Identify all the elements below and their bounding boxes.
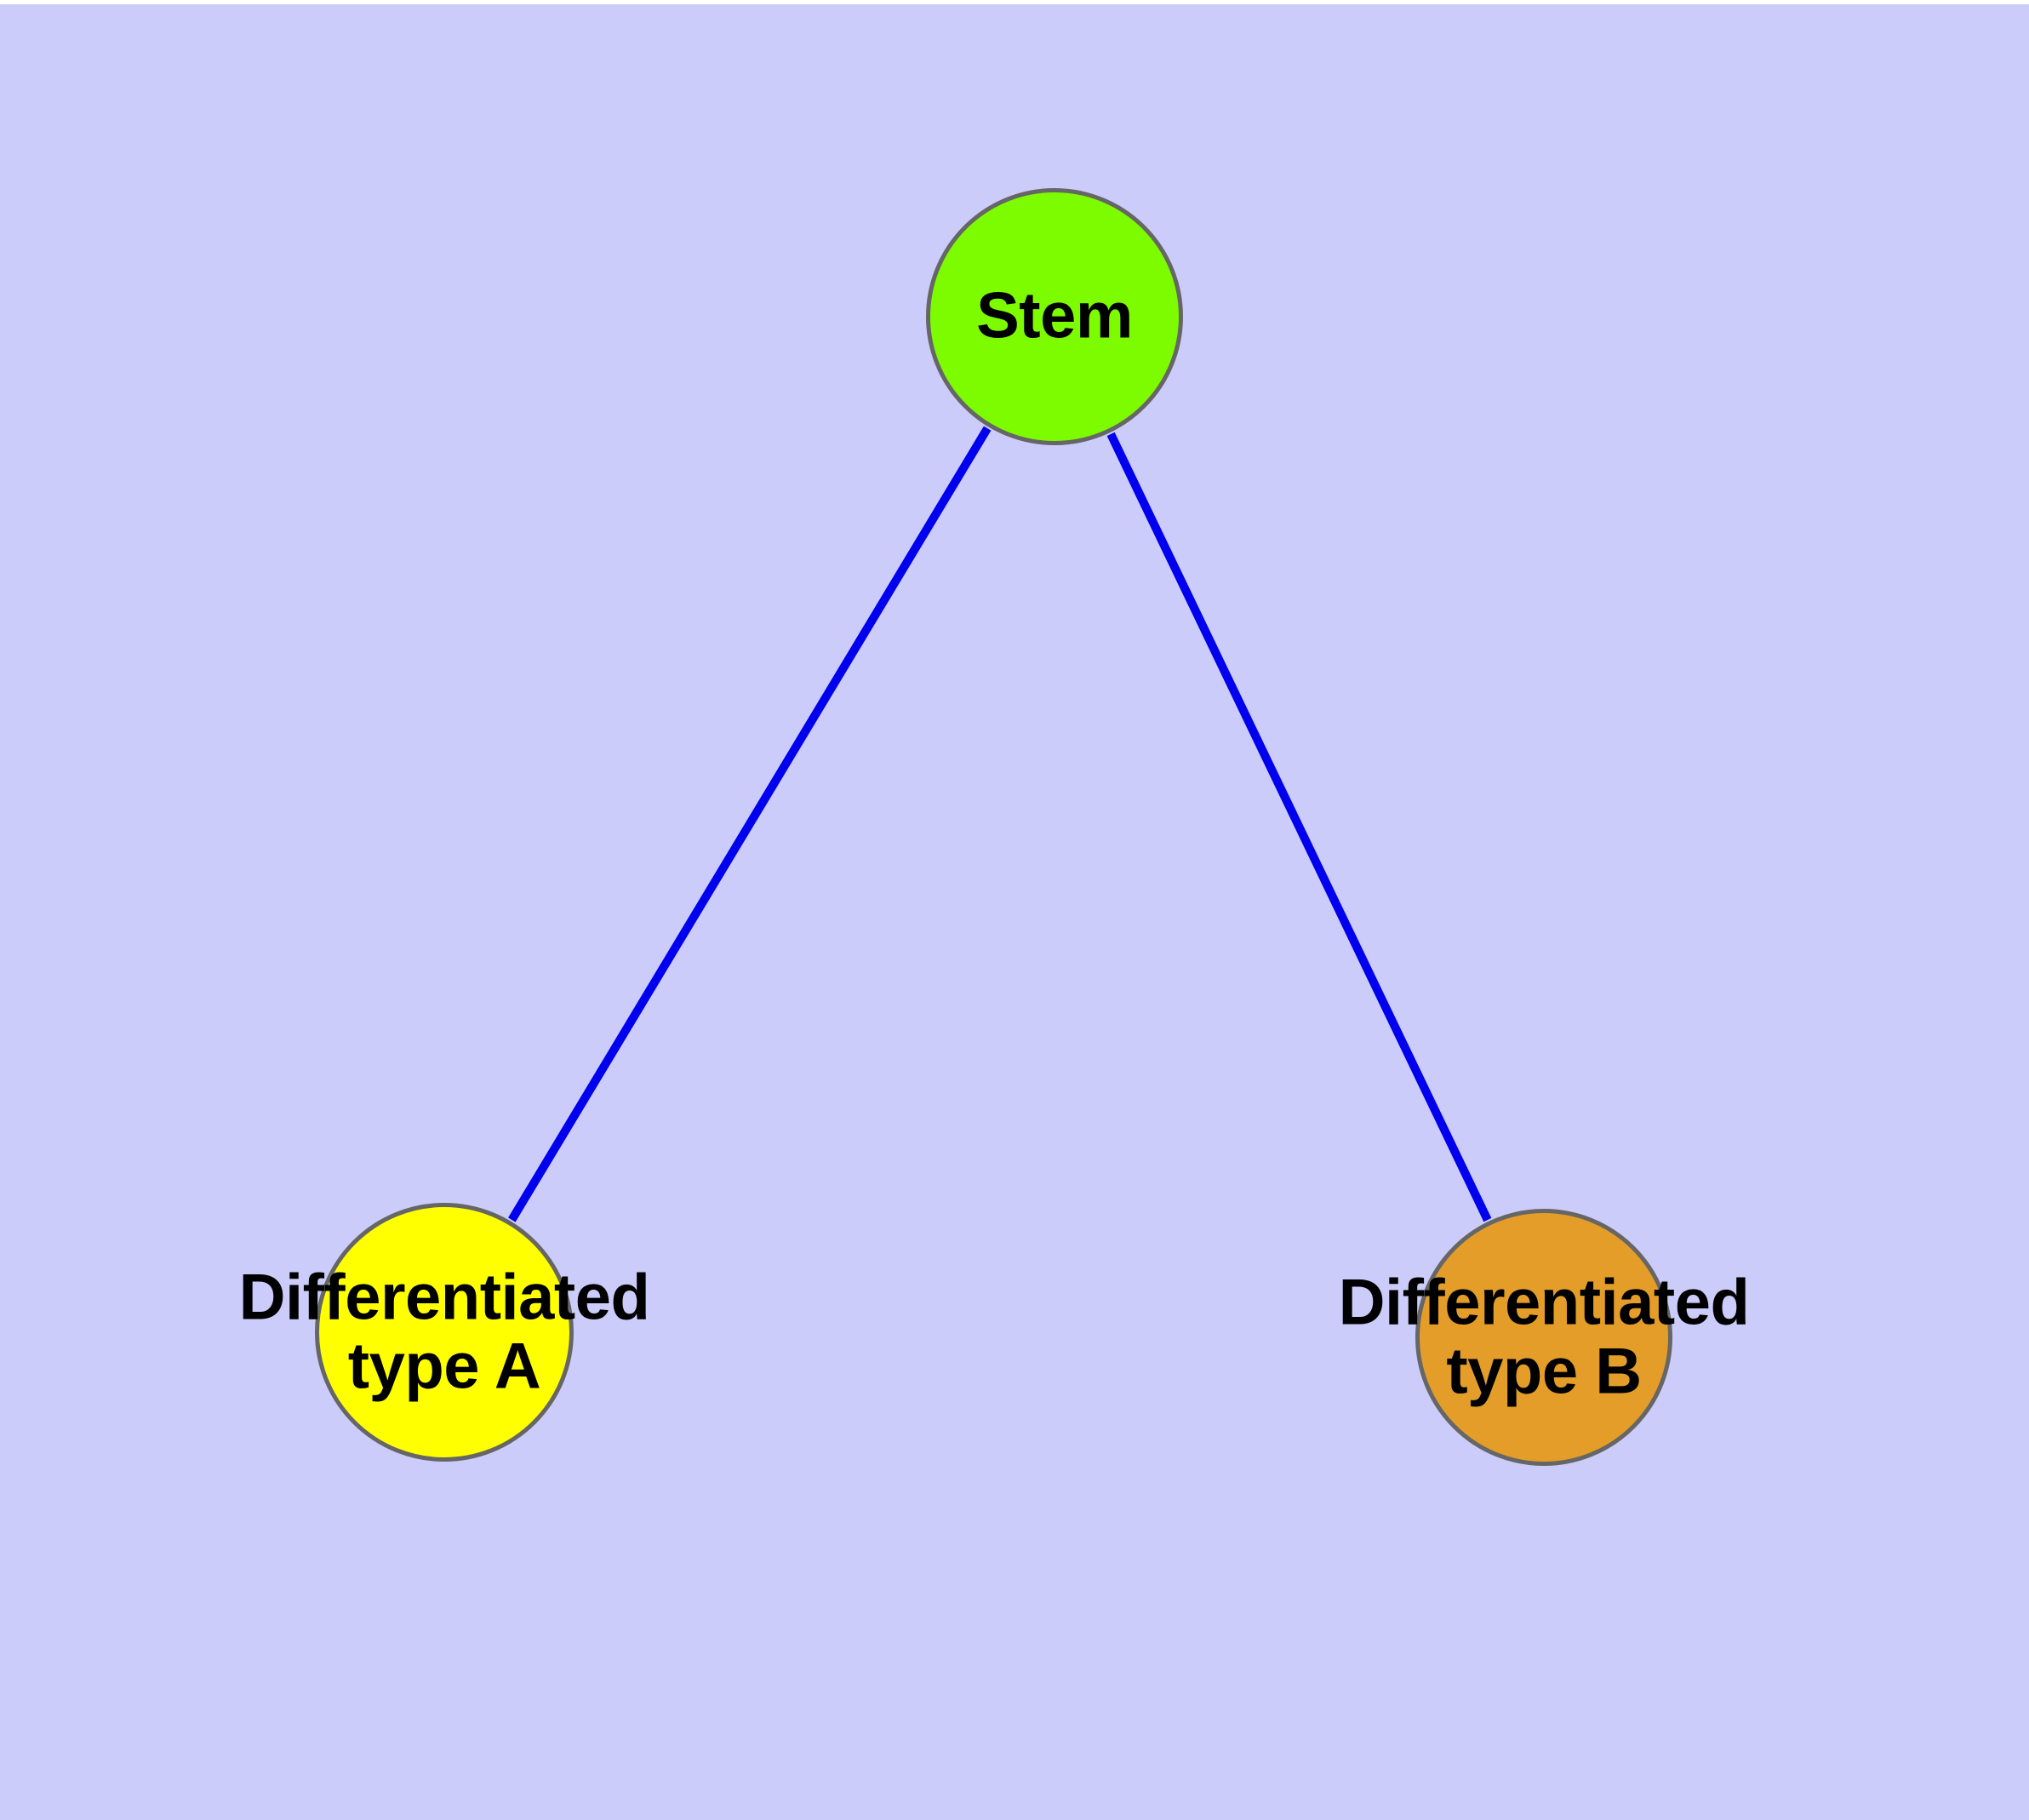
graph-edge-stem-diff_a <box>508 426 992 1222</box>
edges-layer <box>508 426 1492 1222</box>
graph-node-diff_a[interactable] <box>315 1203 574 1462</box>
nodes-layer <box>315 188 1672 1466</box>
graph-edge-stem-diff_b <box>1106 432 1492 1222</box>
graph-node-diff_b[interactable] <box>1415 1209 1672 1466</box>
graph-node-stem[interactable] <box>926 188 1183 445</box>
